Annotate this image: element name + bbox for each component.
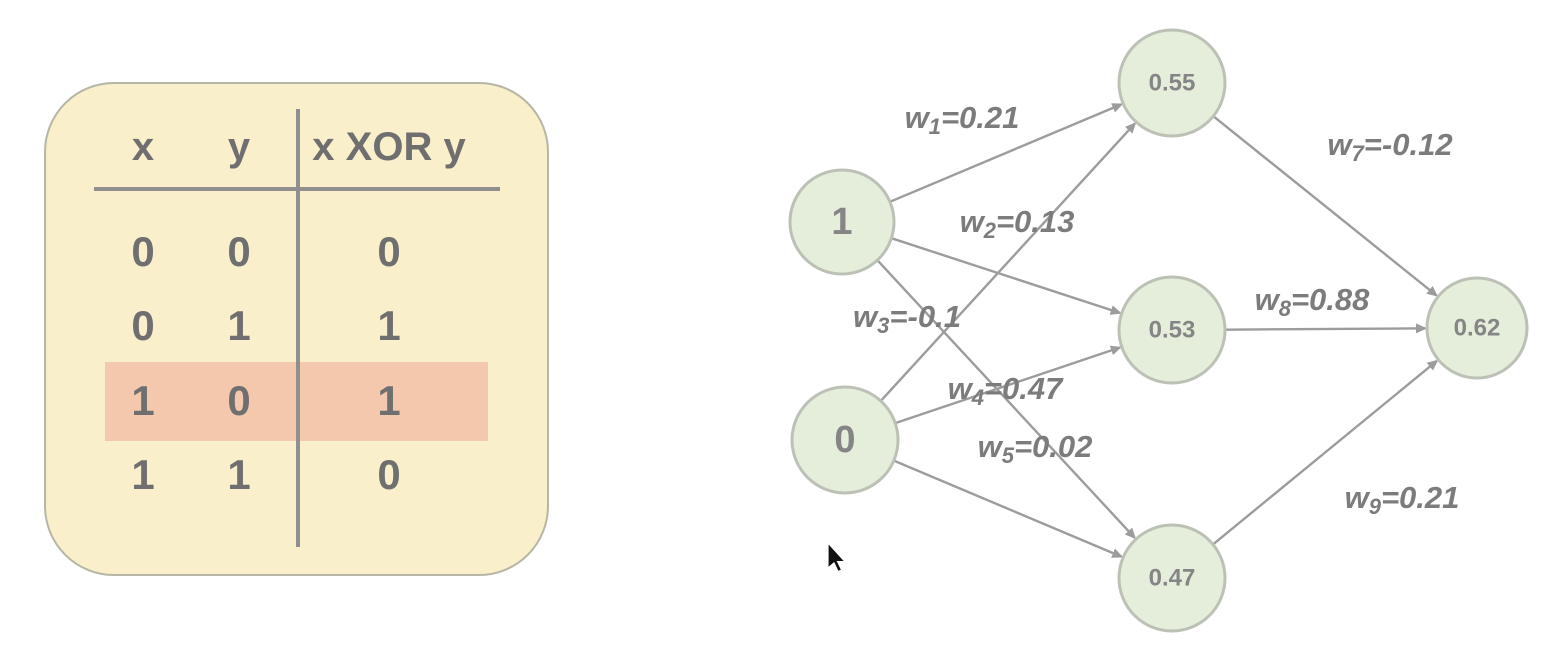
weight-label-w4: w4=0.47 [948,371,1065,410]
table-column-divider [296,109,300,547]
node-label-output: 0.62 [1454,315,1501,342]
edge-hidden-1-to-output [1212,115,1439,297]
weight-label-w9: w9=0.21 [1345,480,1460,519]
edge-input-0-to-hidden-2 [894,345,1122,425]
table-cell-highlighted: 1 [131,377,155,424]
node-hidden-2 [1117,275,1227,385]
edge-hidden-3-to-output [1212,359,1439,546]
node-output [1425,276,1529,380]
node-label-input-0: 0 [834,419,855,461]
weight-label-w7: w7=-0.12 [1327,127,1452,166]
table-cell: 0 [131,228,155,275]
edge-input-1-to-hidden-2 [891,237,1122,315]
node-hidden-3 [1117,523,1227,633]
edge-hidden-2-to-output [1224,323,1428,334]
table-cell-highlighted: 1 [377,377,401,424]
table-cell: 0 [377,228,401,275]
node-label-hidden-3: 0.47 [1149,565,1196,592]
table-cell: 0 [227,228,251,275]
table-cell: 0 [131,302,155,349]
edge-input-0-to-hidden-3 [893,459,1124,558]
table-cell: 0 [377,451,401,498]
edge-input-0-to-hidden-1 [879,122,1137,402]
node-label-hidden-1: 0.55 [1149,70,1196,97]
weight-label-w5: w5=0.02 [978,429,1093,468]
node-input-0 [790,385,900,495]
weight-label-w2: w2=0.13 [960,204,1075,243]
node-label-hidden-2: 0.53 [1149,317,1196,344]
node-hidden-1 [1117,28,1227,138]
weight-label-w1: w1=0.21 [905,100,1020,139]
edge-input-1-to-hidden-3 [876,259,1136,540]
table-cell-highlighted: 0 [227,377,251,424]
table-cell: 1 [131,451,155,498]
node-label-input-1: 1 [831,201,852,243]
table-cell: 1 [377,302,401,349]
table-cell: 1 [227,302,251,349]
table-header-xor: x XOR y [312,125,466,169]
table-header-y: y [227,125,251,169]
xor-truth-table-card: x y x XOR y 0 0 0 0 1 1 1 0 1 1 1 0 [44,82,549,576]
weight-label-w8: w8=0.88 [1255,282,1371,321]
node-input-1 [788,168,896,276]
edge-input-1-to-hidden-1 [889,103,1124,203]
weight-label-w3: w3=-0.1 [853,299,961,338]
table-header-x: x [131,125,155,169]
table-cell: 1 [227,451,251,498]
